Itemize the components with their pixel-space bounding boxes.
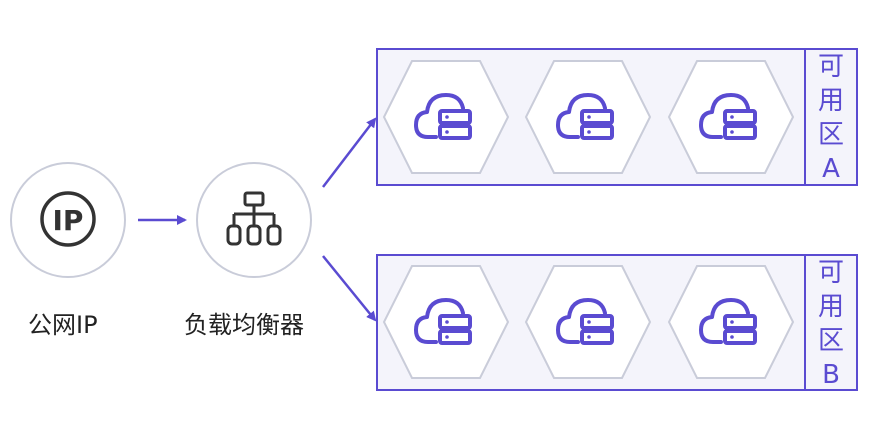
zone-a-label: 可 用 区 A [806, 50, 856, 186]
ip-icon: IP [40, 191, 96, 247]
arrow-lb-to-zone-b [322, 255, 377, 322]
zone-a [376, 48, 858, 186]
public-ip-label: 公网IP [28, 311, 98, 339]
zone-a-server-1 [382, 60, 510, 174]
load-balancer-label: 负载均衡器 [184, 311, 304, 339]
zone-b [376, 254, 858, 391]
zone-a-label-char: 可 [817, 52, 844, 82]
zone-b-label-char: 可 [817, 258, 844, 288]
public-ip-node: IP [10, 162, 126, 278]
zone-a-label-char: 区 [817, 120, 844, 150]
zone-b-server-1 [382, 265, 510, 379]
load-balancer-node [196, 162, 312, 278]
network-tree-icon [226, 191, 282, 246]
zone-b-server-3 [667, 265, 795, 379]
zone-a-server-2 [524, 60, 652, 174]
zone-a-label-char: A [822, 154, 840, 184]
zone-b-label-char: 区 [817, 326, 844, 356]
zone-b-label-char: 用 [817, 292, 844, 322]
zone-b-server-2 [524, 265, 652, 379]
arrow-lb-to-zone-a [322, 117, 377, 188]
ip-icon-text: IP [53, 204, 84, 237]
zone-b-label-char: B [822, 360, 840, 390]
zone-a-label-char: 用 [817, 86, 844, 116]
zone-b-label: 可 用 区 B [806, 256, 856, 392]
zone-a-server-3 [667, 60, 795, 174]
